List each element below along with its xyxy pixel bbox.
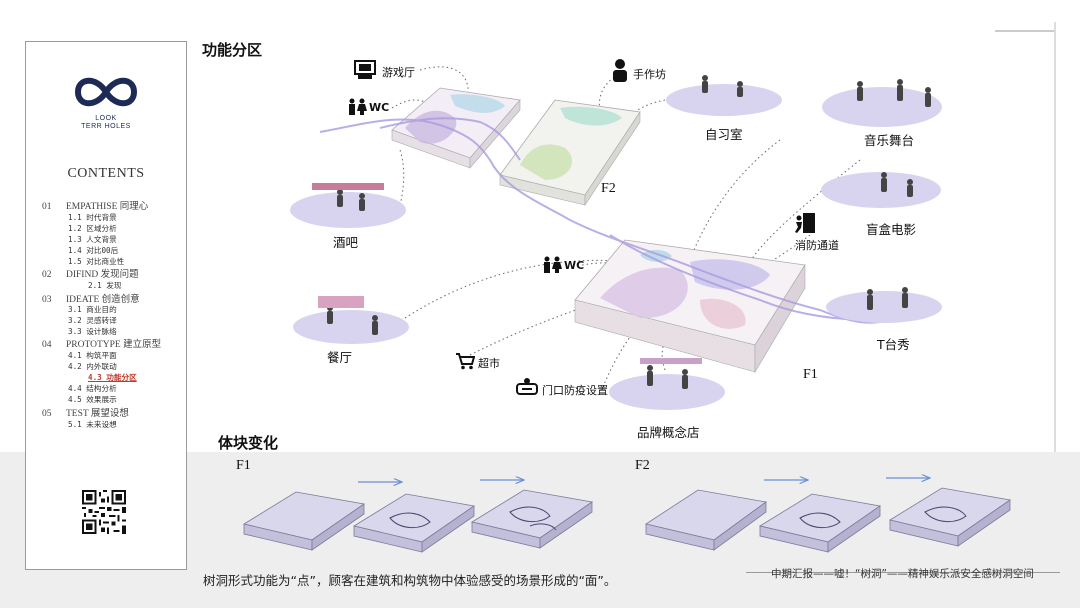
toc-item[interactable]: 3.2 灵感转译	[68, 316, 117, 325]
volume-change-diagram	[242, 470, 1012, 553]
logo-text-line2: TERR HOLES	[81, 123, 131, 130]
label-wc-top: WC	[369, 101, 390, 114]
toc-item[interactable]: 2.1 发现	[88, 281, 122, 290]
toc-item[interactable]: 1.4 对比00后	[68, 246, 119, 255]
study-room-bubble	[666, 84, 782, 116]
label-study-room: 自习室	[705, 127, 743, 142]
toc-item[interactable]: 1.1 时代背景	[68, 213, 117, 222]
toc-item[interactable]: 4.1 构筑平面	[68, 351, 117, 360]
restroom-icon	[349, 98, 367, 115]
toc-item[interactable]: 4.2 内外联动	[68, 362, 117, 371]
toc-item[interactable]: 1.5 对比商业性	[68, 257, 125, 266]
label-t-stage: T台秀	[877, 337, 910, 352]
label-wc-mid: WC	[564, 259, 585, 272]
people-figures	[327, 75, 931, 389]
restaurant-bubble	[293, 310, 409, 344]
handcraft-icon	[613, 59, 627, 82]
label-game-hall: 游戏厅	[382, 66, 415, 79]
toc-item[interactable]: 1.3 人文背景	[68, 235, 117, 244]
zoning-title: 功能分区	[202, 41, 263, 59]
f1-block	[574, 239, 806, 374]
caption: 树洞形式功能为“点”，顾客在建筑和构筑物中体验感受的场景形成的“面”。	[203, 573, 617, 588]
stage-props	[312, 183, 702, 364]
label-workshop: 手作坊	[633, 68, 666, 81]
label-bar: 酒吧	[333, 235, 359, 250]
game-console-icon	[354, 60, 376, 79]
label-brand-store: 品牌概念店	[637, 425, 700, 440]
brand-store-bubble	[609, 374, 725, 410]
music-stage-bubble	[822, 87, 942, 127]
toc-item[interactable]: 4.5 效果展示	[68, 395, 117, 404]
temperature-scanner-icon	[516, 378, 538, 395]
contents-title: CONTENTS	[67, 166, 145, 181]
logo-text-line1: LOOK	[95, 115, 117, 122]
t-stage-bubble	[826, 291, 942, 323]
toc-item[interactable]: 1.2 区域分析	[68, 224, 117, 233]
qr-code-icon	[82, 490, 126, 534]
volume-label-f1: F1	[236, 458, 251, 473]
f2-right-block	[499, 99, 641, 206]
label-supermarket: 超市	[478, 357, 500, 370]
restroom-icon	[544, 256, 562, 273]
volume-title: 体块变化	[218, 434, 279, 452]
label-fire-exit: 消防通道	[795, 239, 839, 252]
logo-icon	[74, 77, 138, 107]
label-entrance-epidemic: 门口防疫设置	[542, 384, 608, 397]
bar-bubble	[290, 192, 406, 228]
decorative-line	[995, 30, 1055, 32]
shopping-cart-icon	[456, 353, 475, 370]
decorative-line	[1054, 22, 1056, 567]
fire-exit-icon	[795, 213, 815, 233]
floor-label-f1: F1	[803, 367, 818, 382]
label-restaurant: 餐厅	[327, 350, 353, 365]
toc-item[interactable]: 5.1 未来设想	[68, 420, 117, 429]
toc-item[interactable]: 3.1 商业目的	[68, 305, 117, 314]
floor-label-f2: F2	[601, 181, 616, 196]
toc-item-active[interactable]: 4.3 功能分区	[88, 373, 137, 382]
volume-label-f2: F2	[635, 458, 650, 473]
toc-item[interactable]: 4.4 结构分析	[68, 384, 117, 393]
label-blind-box-movie: 盲盒电影	[866, 222, 917, 237]
f2-left-block	[391, 87, 521, 169]
footer-text: 中期汇报——嘘！“树洞”——精神娱乐派安全感树洞空间	[771, 568, 1034, 580]
zoning-diagram	[290, 66, 942, 410]
toc-item[interactable]: 3.3 设计脉络	[68, 327, 117, 336]
label-music-stage: 音乐舞台	[864, 133, 915, 148]
footer-rule	[746, 572, 1060, 573]
